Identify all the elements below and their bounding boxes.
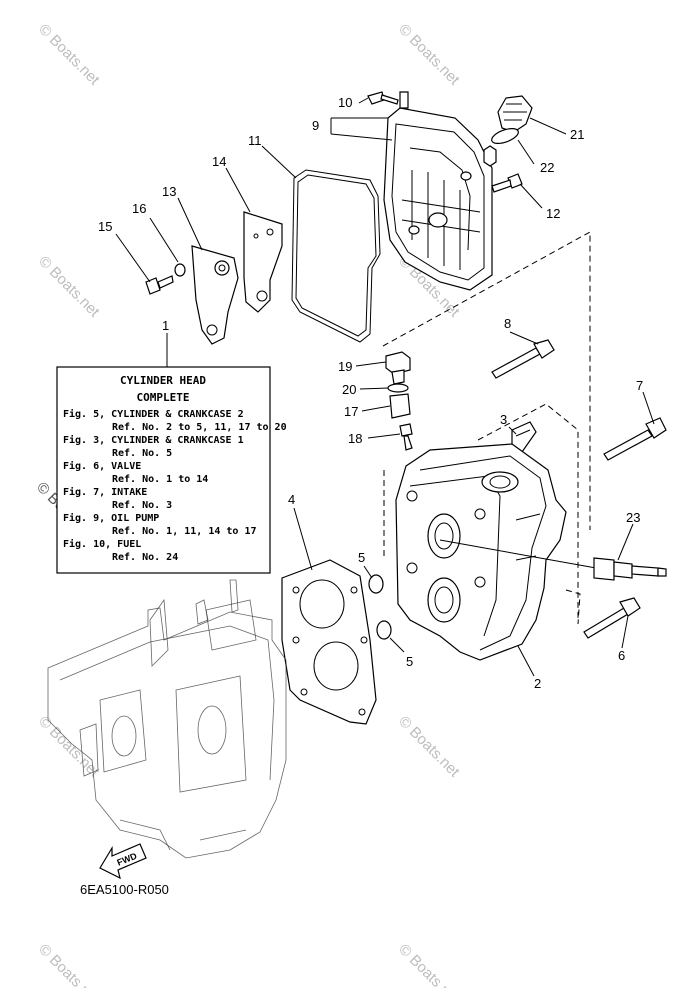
callout-5-upper: 5: [358, 550, 365, 565]
spark-plug: [593, 557, 667, 581]
callout-15: 15: [98, 219, 112, 234]
watermark-8: © Boats.net: [395, 941, 463, 988]
assembly-outline: [382, 231, 591, 625]
valve-18: [399, 423, 413, 451]
legend-line-2: Ref. No. 2 to 5, 11, 17 to 20: [112, 422, 287, 433]
powerhead-outline: [47, 579, 287, 859]
bolt-7: [603, 417, 667, 461]
legend-line-10: Ref. No. 1, 11, 14 to 17: [112, 526, 257, 537]
plate-14: [243, 211, 283, 313]
legend-line-11: Fig. 10, FUEL: [63, 538, 141, 550]
callout-14: 14: [212, 154, 226, 169]
legend-line-3: Fig. 3, CYLINDER & CRANKCASE 1: [63, 434, 244, 446]
callouts: 1 2 3 4 5 5 6 7 8 9 10 11 12 13 14 15 16…: [98, 95, 643, 691]
bolt-12: [491, 173, 523, 193]
watermark-2: © Boats.net: [395, 21, 463, 89]
legend-line-12: Ref. No. 24: [112, 552, 178, 563]
legend-title-2: COMPLETE: [137, 391, 190, 404]
collar-17: [389, 393, 411, 419]
callout-19: 19: [338, 359, 352, 374]
plate-13: [191, 245, 239, 345]
screw-15: [145, 275, 174, 295]
diagram-code: 6EA5100-R050: [80, 882, 169, 897]
fwd-arrow-icon: FWD: [99, 843, 147, 880]
callout-12: 12: [546, 206, 560, 221]
plug-19: [385, 351, 411, 385]
callout-16: 16: [132, 201, 146, 216]
legend-title-1: CYLINDER HEAD: [120, 374, 206, 387]
legend-box: CYLINDER HEAD COMPLETE Fig. 5, CYLINDER …: [56, 366, 287, 574]
legend-line-1: Fig. 5, CYLINDER & CRANKCASE 2: [63, 408, 244, 420]
head-cover-gasket: [291, 169, 381, 343]
legend-line-5: Fig. 6, VALVE: [63, 460, 141, 472]
callout-6: 6: [618, 648, 625, 663]
leader-lines: [115, 97, 655, 677]
callout-8: 8: [504, 316, 511, 331]
callout-9: 9: [312, 118, 319, 133]
watermark-1: © Boats.net: [35, 21, 103, 89]
oil-filler-cap: [491, 95, 533, 144]
legend-line-7: Fig. 7, INTAKE: [63, 486, 147, 498]
callout-3: 3: [500, 412, 507, 427]
callout-13: 13: [162, 184, 176, 199]
watermark-3: © Boats.net: [35, 253, 103, 321]
dowel-pin-lower: [376, 620, 392, 640]
legend-line-6: Ref. No. 1 to 14: [112, 474, 208, 485]
legend-line-8: Ref. No. 3: [112, 500, 172, 511]
guide-line-23: [439, 539, 597, 569]
callout-18: 18: [348, 431, 362, 446]
legend-line-9: Fig. 9, OIL PUMP: [63, 512, 159, 524]
head-gasket: [281, 559, 377, 725]
callout-22: 22: [540, 160, 554, 175]
callout-20: 20: [342, 382, 356, 397]
cylinder-head: [395, 443, 567, 661]
washer-16: [174, 263, 186, 277]
dowel-pin-upper: [368, 574, 384, 594]
cylinder-head-cover: [383, 107, 497, 291]
callout-17: 17: [344, 404, 358, 419]
legend-line-4: Ref. No. 5: [112, 448, 172, 459]
callout-7: 7: [636, 378, 643, 393]
callout-21: 21: [570, 127, 584, 142]
bolt-8: [491, 339, 555, 379]
callout-5-lower: 5: [406, 654, 413, 669]
callout-10: 10: [338, 95, 352, 110]
watermark-6: © Boats.net: [395, 713, 463, 781]
bolt-6: [583, 597, 641, 639]
callout-11: 11: [248, 133, 262, 148]
callout-2: 2: [534, 676, 541, 691]
watermark-7: © Boats.net: [35, 941, 103, 988]
washer-20: [387, 383, 409, 393]
callout-23: 23: [626, 510, 640, 525]
bolt-10: [367, 91, 409, 109]
callout-4: 4: [288, 492, 295, 507]
callout-1: 1: [162, 318, 169, 333]
